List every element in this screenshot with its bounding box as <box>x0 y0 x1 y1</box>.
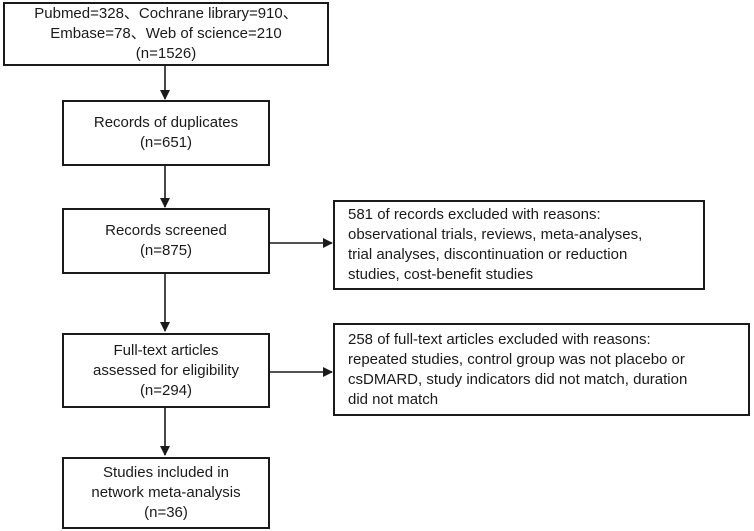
identification-box: Pubmed=328、Cochrane library=910、 Embase=… <box>3 2 329 66</box>
full-text-line-3: (n=294) <box>139 381 193 399</box>
duplicates-line-2: (n=651) <box>139 134 193 151</box>
duplicates-box: Records of duplicates (n=651) <box>62 100 270 166</box>
included-line-2: network meta-analysis <box>91 484 241 501</box>
included-line-3: (n=36) <box>144 504 188 521</box>
excluded-records-box: 581 of records excluded with reasons: ob… <box>333 200 705 290</box>
excluded-full-text-line-1: 258 of full-text articles excluded with … <box>348 330 651 348</box>
excluded-records-line-4: studies, cost-benefit studies <box>348 266 534 283</box>
identification-line-1: Pubmed=328、Cochrane library=910、 <box>34 5 298 22</box>
screened-line-2: (n=875) <box>139 242 193 259</box>
duplicates-line-1: Records of duplicates <box>93 114 239 131</box>
screened-box: Records screened (n=875) <box>62 208 270 274</box>
full-text-box: Full-text articles assessed for eligibil… <box>62 333 270 408</box>
screened-line-1: Records screened <box>105 222 227 239</box>
excluded-full-text-line-3: csDMARD, study indicators did not match,… <box>348 370 688 388</box>
identification-line-2: Embase=78、Web of science=210 <box>50 25 282 42</box>
excluded-records-line-3: trial analyses, discontinuation or reduc… <box>348 246 628 263</box>
excluded-records-line-2: observational trials, reviews, meta-anal… <box>348 226 643 243</box>
full-text-line-1: Full-text articles <box>113 341 219 359</box>
identification-line-3: (n=1526) <box>135 45 197 62</box>
full-text-line-2: assessed for eligibility <box>93 361 239 379</box>
included-line-1: Studies included in <box>103 464 229 481</box>
excluded-full-text-line-4: did not match <box>348 390 439 408</box>
excluded-records-line-1: 581 of records excluded with reasons: <box>348 206 601 223</box>
excluded-full-text-box: 258 of full-text articles excluded with … <box>333 323 750 416</box>
included-box: Studies included in network meta-analysi… <box>62 457 270 529</box>
excluded-full-text-line-2: repeated studies, control group was not … <box>348 350 685 368</box>
